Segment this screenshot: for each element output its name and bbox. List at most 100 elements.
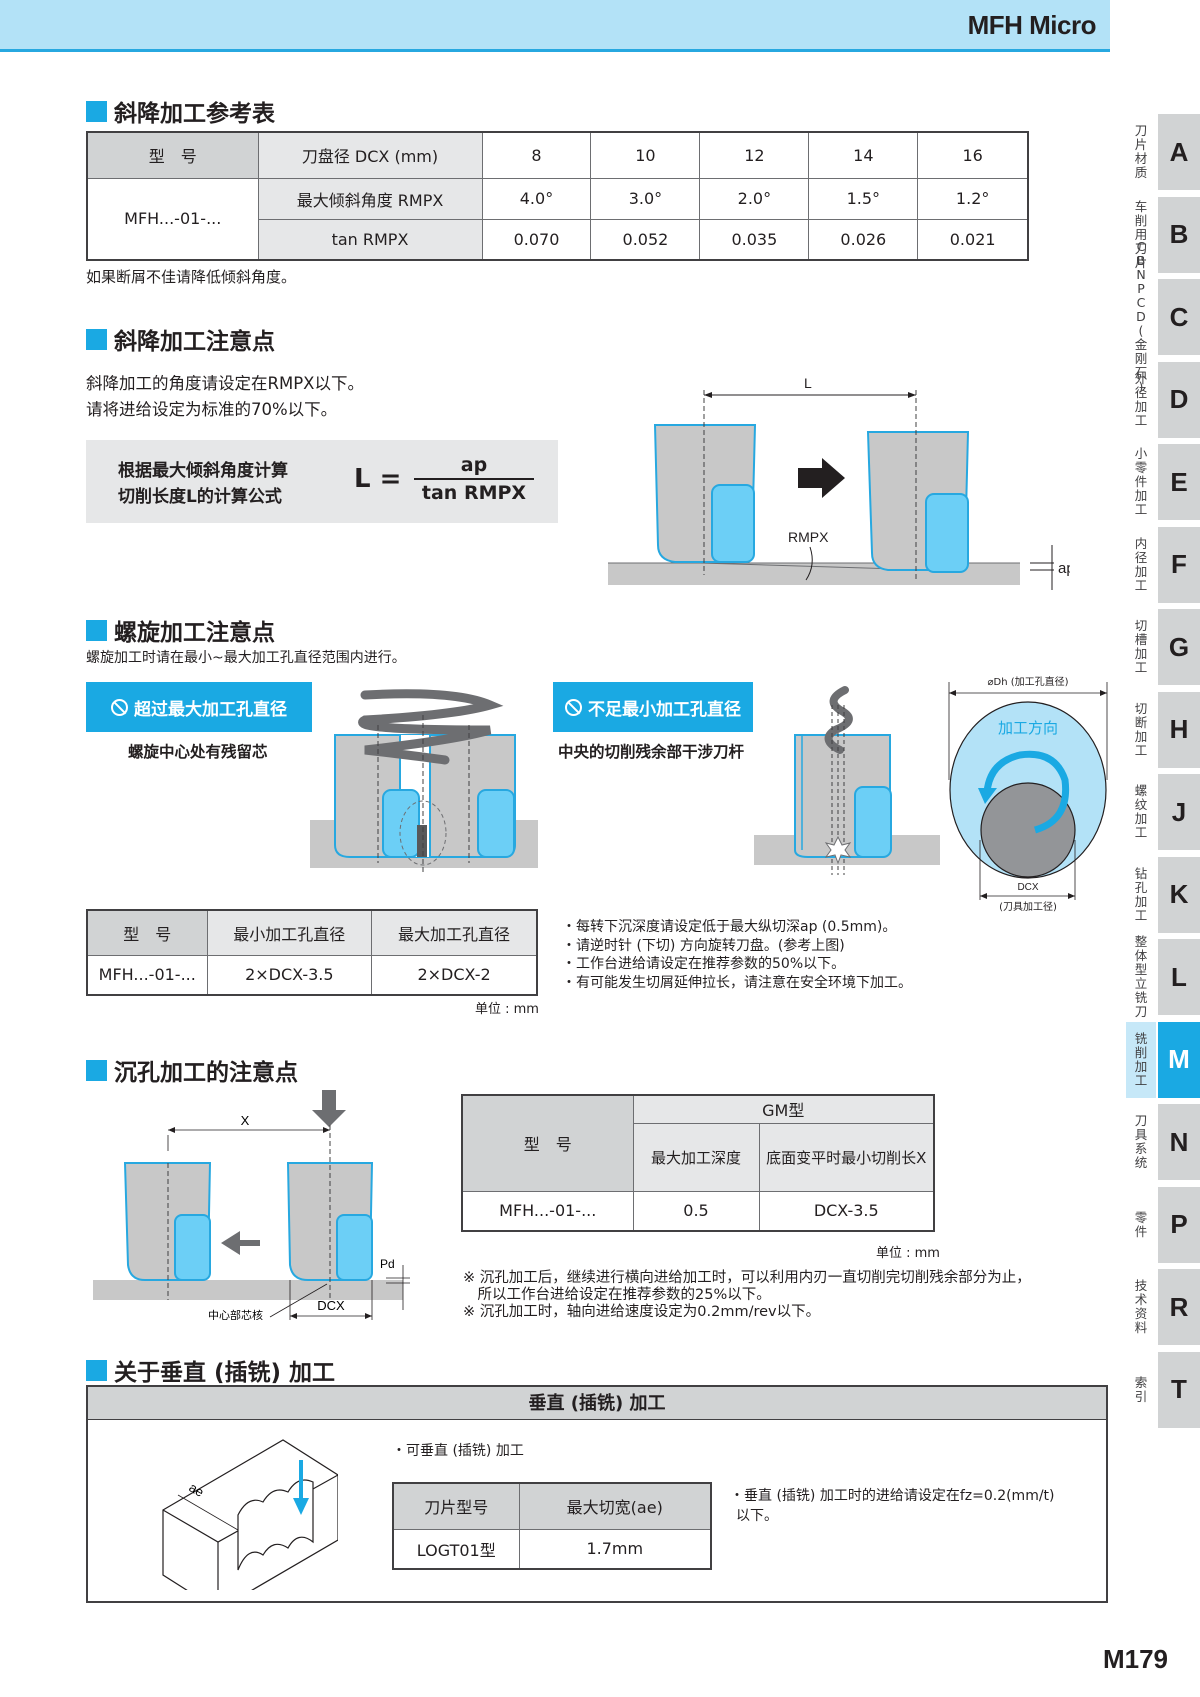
side-index-char: 加 [1134,646,1148,661]
side-index-label[interactable]: 切槽加工 [1126,609,1156,685]
tan-value: 0.021 [917,218,1029,261]
header-insert-type: 刀片型号 [392,1482,520,1530]
side-index-label[interactable]: 车削用刀片 [1126,197,1156,273]
side-index-tab-f[interactable]: F [1158,526,1200,603]
side-index-label[interactable]: 钻孔加工 [1126,857,1156,933]
bullet-line: ・每转下沉深度请设定低于最大纵切深ap (0.5mm)。 [562,919,897,935]
side-index-label[interactable]: 整体型立铣刀 [1126,935,1156,1019]
prohibited-icon [111,698,128,716]
header-band: MFH Micro [0,0,1110,52]
side-index-label[interactable]: 刀具系统 [1126,1104,1156,1180]
side-index-label[interactable]: 小零件加工 [1126,444,1156,520]
section-title-text: 沉孔加工的注意点 [114,1060,298,1086]
max-depth-cell: 0.5 [632,1190,760,1232]
side-index-tab-a[interactable]: A [1158,114,1200,190]
section-title-text: 斜降加工注意点 [114,329,275,355]
side-index-label[interactable]: 铣削加工 [1126,1021,1156,1098]
collision-icon [824,835,852,865]
side-index-char: 零 [1134,460,1148,475]
side-index-char: 金 [1134,337,1148,352]
side-index-char: 加 [1134,811,1148,826]
side-index-label[interactable]: 索引 [1126,1352,1156,1428]
side-index-char: 件 [1134,1223,1148,1239]
side-index-char: 件 [1134,474,1148,489]
warning-badge-text: 不足最小加工孔直径 [588,699,741,720]
section-bullet-icon [86,1359,107,1381]
side-index-label[interactable]: 零件 [1126,1187,1156,1263]
note-line: 所以工作台进给设定在推荐参数的25%以下。 [463,1287,771,1303]
min-diameter-cell: 2×DCX-3.5 [206,954,373,996]
side-index-char: 纹 [1134,797,1148,812]
max-diameter-cell: 2×DCX-2 [371,954,538,996]
direction-label: 加工方向 [998,719,1058,737]
side-index-tab-c[interactable]: C [1158,279,1200,355]
side-index-tab-p[interactable]: P [1158,1186,1200,1263]
counterbore-diagram: X Pd DCX 中心部芯核 [93,1090,410,1320]
side-index-tab-r[interactable]: R [1158,1269,1200,1345]
section-bullet-icon [86,328,107,350]
side-index-tab-l[interactable]: L [1158,939,1200,1015]
side-index-char: 工 [1134,907,1148,923]
min-cut-length-cell: DCX-3.5 [758,1190,935,1232]
side-index-char: 加 [1134,398,1148,414]
side-index-label[interactable]: 螺纹加工 [1126,774,1156,850]
header-max-width: 最大切宽(ae) [518,1482,712,1530]
helical-direction-diagram: ⌀Dh (加工孔直径) 加工方向 DCX (刀具加工径) [948,675,1108,913]
pd-label: Pd [380,1257,395,1271]
side-index-label[interactable]: 切断加工 [1126,692,1156,768]
side-index-label[interactable]: 技术资料 [1126,1269,1156,1345]
side-index-char: 术 [1134,1292,1148,1307]
side-index-char: 加 [1134,488,1148,503]
tan-value: 0.052 [590,218,701,261]
side-index-char: B [1136,253,1146,268]
dcx-value: 10 [590,131,701,179]
side-index-tab-g[interactable]: G [1158,609,1200,685]
page-number: M179 [1102,1644,1168,1674]
side-index-char: 径 [1134,384,1148,400]
side-index-char: 资 [1134,1306,1148,1321]
side-index-char: 具 [1134,1127,1148,1142]
side-index-tab-j[interactable]: J [1158,774,1200,850]
header-model: 型 号 [86,909,208,956]
rmpx-value: 4.0° [481,177,592,220]
side-index-char: 系 [1134,1141,1148,1156]
side-index-tab-t[interactable]: T [1158,1351,1200,1428]
side-index-char: 工 [1134,742,1148,758]
side-index-char: 断 [1134,714,1148,730]
side-index-char: 型 [1134,962,1148,977]
side-index-char: 石 [1134,365,1148,380]
helical-max-diagram [310,689,538,875]
side-index-label[interactable]: 内径加工 [1126,527,1156,603]
section-title-text: 螺旋加工注意点 [114,620,275,646]
header-max-diameter: 最大加工孔直径 [371,909,538,956]
header-dcx: 刀盘径 DCX (mm) [257,131,483,179]
side-index-tab-h[interactable]: H [1158,691,1200,768]
side-index-tab-b[interactable]: B [1158,196,1200,273]
side-index-char: 加 [1134,728,1148,744]
side-index-tab-m[interactable]: M [1158,1021,1200,1098]
tan-value: 0.035 [699,218,810,261]
section-bullet-icon [86,1059,107,1081]
side-index-char: 切 [1134,700,1148,716]
side-index-char: 工 [1134,660,1148,675]
side-index-tab-n[interactable]: N [1158,1104,1200,1180]
side-index-char: 削 [1134,1044,1148,1060]
rmpx-label: RMPX [788,529,829,545]
ramping-note: 如果断屑不佳请降低倾斜角度。 [86,268,297,286]
bullet-line: ・有可能发生切屑延伸拉长，请注意在安全环境下加工。 [562,974,912,991]
side-index-tab-d[interactable]: D [1158,361,1200,438]
side-index-label[interactable]: 外径加工 [1126,362,1156,438]
side-index-tab-e[interactable]: E [1158,444,1200,520]
dcx-value: 8 [481,131,592,179]
helical-bullets: ・每转下沉深度请设定低于最大纵切深ap (0.5mm)。 ・请逆时针 (下切) … [562,918,912,992]
dcx-sub-label: (刀具加工径) [999,900,1057,913]
section-bullet-icon [86,100,107,122]
side-index-label[interactable]: 刀片材质 [1126,114,1156,190]
side-index-char: 螺 [1134,783,1148,798]
side-index-tab-k[interactable]: K [1158,856,1200,933]
formula-lhs: L = [354,464,402,494]
instruction-line: 斜降加工的角度请设定在RMPX以下。 [86,374,364,393]
warning-badge-text: 超过最大加工孔直径 [134,699,287,720]
model-cell: MFH...-01-... [86,954,208,996]
